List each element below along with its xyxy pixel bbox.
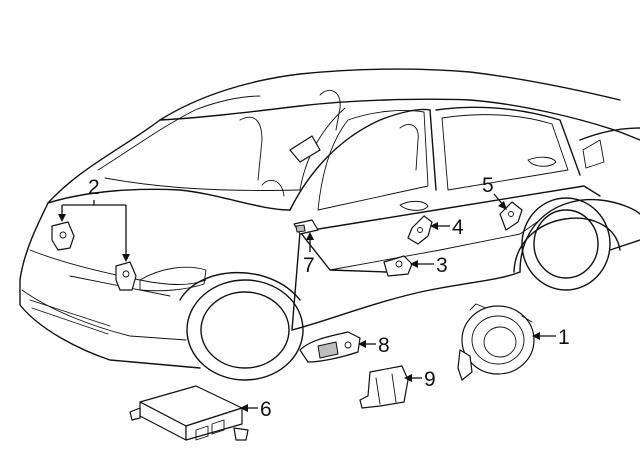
callout-2: 2 (88, 176, 100, 199)
callout-5: 5 (482, 174, 494, 197)
front-airbag-sensor-right (115, 261, 137, 291)
callout-3: 3 (436, 254, 448, 277)
occupant-sensor-part-8 (299, 331, 361, 363)
callout-1: 1 (558, 326, 570, 349)
callout-4: 4 (452, 216, 464, 239)
leader-lines (58, 193, 556, 412)
bracket-part-9 (359, 365, 409, 409)
callout-9: 9 (424, 368, 436, 391)
side-sensor-part-3 (383, 255, 413, 277)
callout-7: 7 (303, 254, 315, 277)
callout-8: 8 (378, 334, 390, 357)
clock-spring-part-1 (457, 303, 535, 381)
airbag-control-module-part-6 (129, 385, 249, 441)
car-illustration (19, 68, 640, 381)
front-airbag-sensor-left (51, 221, 75, 251)
callout-6: 6 (260, 398, 272, 421)
door-sensor-part-7 (293, 219, 319, 235)
side-impact-sensor-part-4 (407, 215, 433, 245)
